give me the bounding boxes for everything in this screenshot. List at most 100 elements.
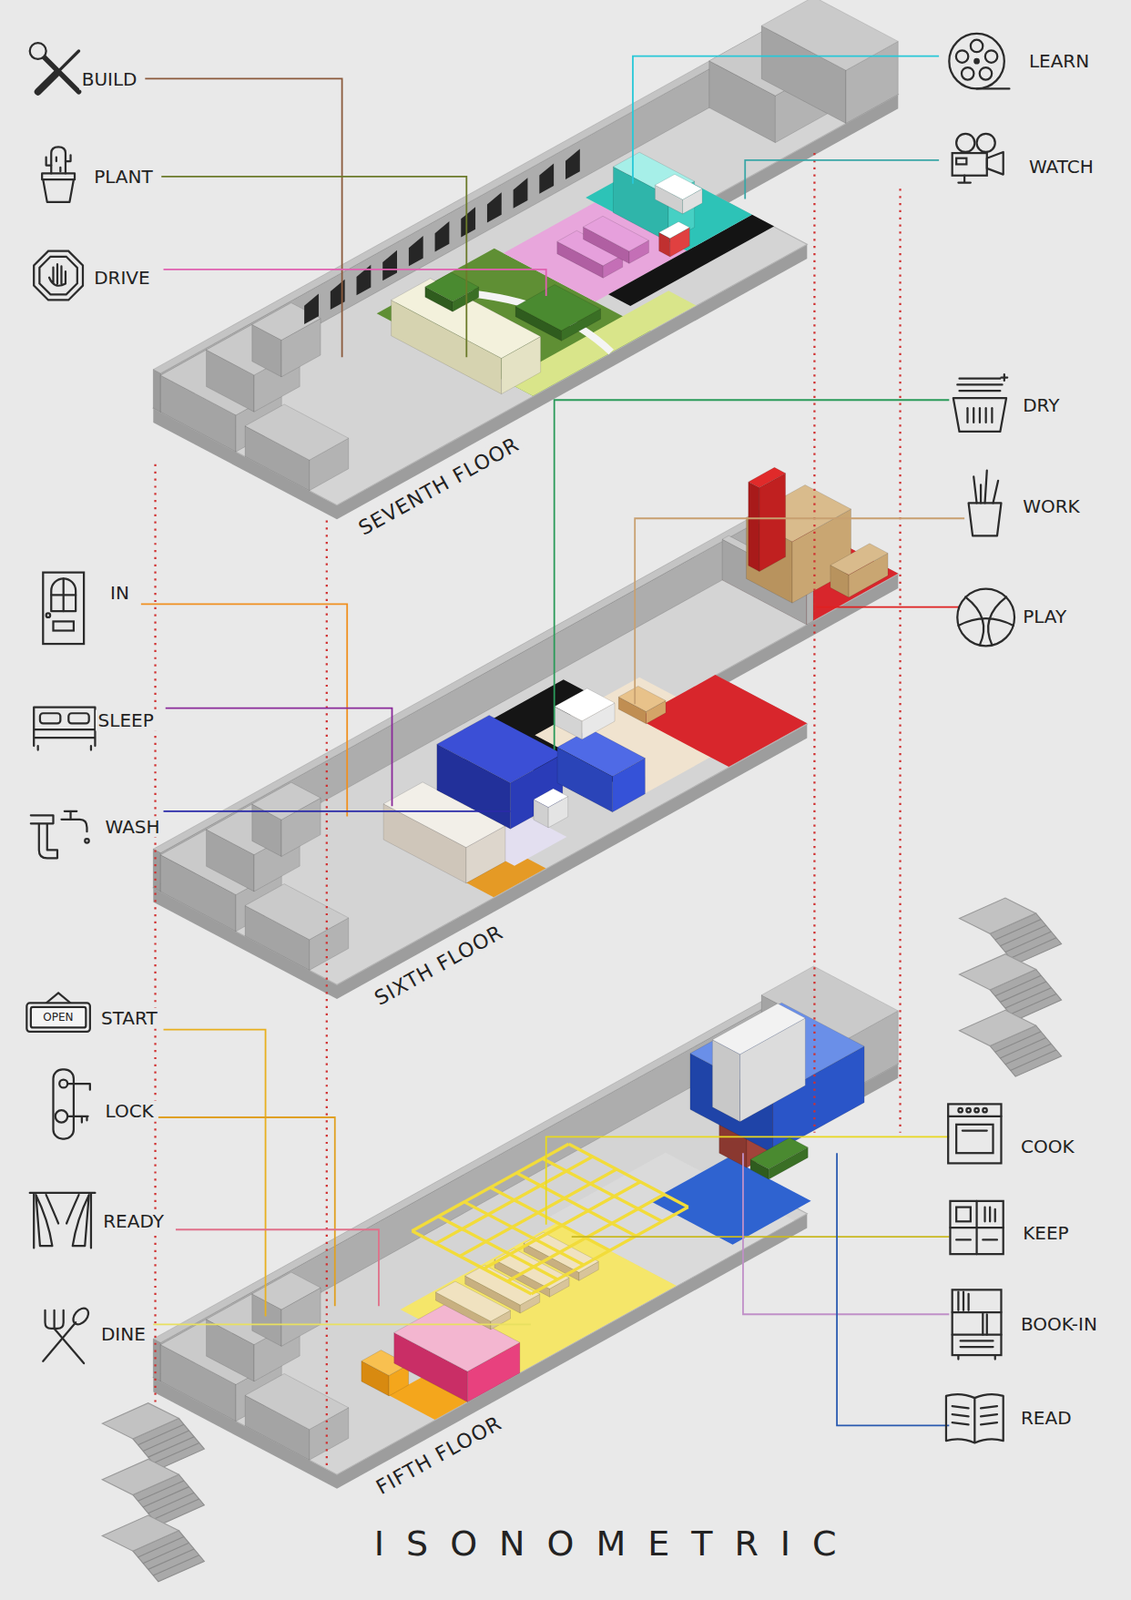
leader-lines	[554, 399, 950, 750]
sixth-floor-plate	[618, 685, 666, 712]
camera-icon	[952, 152, 988, 176]
function-label: READY	[100, 1210, 167, 1232]
cutlery-icon	[42, 1322, 76, 1362]
laundry-icon	[985, 407, 988, 423]
yellow-grid-canopy	[436, 1156, 593, 1244]
open-sign-icon	[30, 1007, 87, 1028]
book-icon	[946, 1394, 1004, 1443]
camera-icon	[957, 175, 970, 184]
open-sign-icon	[26, 992, 90, 1032]
sixth-floor-plate	[152, 486, 814, 853]
open-sign-icon	[26, 1002, 90, 1031]
seventh-floor-plate	[513, 177, 529, 208]
leader-lines	[744, 160, 939, 200]
camera-icon	[956, 158, 967, 165]
lock-icon	[52, 1069, 73, 1139]
function-label: WASH	[101, 815, 163, 837]
cactus-icon	[41, 146, 75, 203]
laundry-icon	[966, 407, 968, 423]
door-icon	[50, 578, 76, 612]
leader-lines	[161, 176, 467, 357]
function-label: BUILD	[79, 69, 141, 91]
leader-lines	[152, 1324, 531, 1326]
stop-sign-icon	[33, 251, 83, 301]
sixth-floor-plate	[830, 543, 888, 576]
film-reel-icon	[985, 50, 998, 62]
sixth-floor-plate	[244, 884, 349, 940]
yellow-grid-canopy	[569, 1143, 689, 1207]
yellow-grid-canopy	[438, 1216, 558, 1280]
seventh-floor-plate	[304, 294, 319, 325]
lock-icon	[55, 1110, 68, 1122]
stair-symbol	[152, 1498, 199, 1519]
leader-lines	[141, 603, 347, 816]
function-label: READ	[1018, 1406, 1075, 1428]
oven-icon	[966, 1108, 970, 1112]
leader-lines	[546, 1136, 950, 1224]
stair-symbol	[152, 1442, 199, 1463]
sixth-floor-plate	[533, 788, 569, 807]
function-label: DRIVE	[91, 266, 153, 288]
floor-label: SIXTH FLOOR	[368, 919, 510, 1012]
function-label: LEARN	[1026, 50, 1092, 72]
fifth-floor-plate	[750, 1137, 808, 1170]
stair-symbol	[999, 1038, 1046, 1059]
bed-icon	[68, 713, 89, 724]
leader-lines	[836, 1152, 949, 1426]
faucet-icon	[30, 811, 90, 859]
cabinet-icon	[949, 1201, 1003, 1254]
fifth-floor-plate	[244, 1373, 349, 1429]
function-label: IN	[107, 582, 133, 604]
curtain-icon	[46, 1194, 80, 1223]
laundry-icon	[972, 407, 975, 423]
leader-lines	[163, 810, 511, 813]
yellow-grid-canopy	[516, 1172, 636, 1236]
seventh-floor-plate	[244, 404, 349, 460]
fifth-floor-plate	[252, 1272, 321, 1310]
oven-icon	[956, 1124, 993, 1153]
stair-symbol	[959, 897, 1062, 1077]
stair-symbol	[1005, 1043, 1051, 1064]
camera-icon	[977, 133, 996, 153]
floor-label: FIFTH FLOOR	[369, 1410, 509, 1501]
laundry-icon	[953, 397, 1007, 432]
stair-symbol	[101, 1458, 179, 1495]
stair-symbol	[1010, 1049, 1057, 1070]
sixth-floor-plate	[748, 467, 786, 488]
oven-icon	[982, 1108, 987, 1112]
cactus-icon	[42, 179, 74, 203]
alignment-lines	[813, 152, 816, 1133]
function-label: KEEP	[1019, 1222, 1071, 1244]
yellow-grid-canopy	[490, 1187, 611, 1251]
leader-lines	[163, 269, 547, 296]
film-reel-icon	[977, 87, 1010, 90]
fifth-floor-plate	[152, 1015, 898, 1475]
function-label: PLANT	[91, 165, 156, 187]
leader-lines	[158, 1117, 336, 1306]
stair-symbol	[101, 1515, 179, 1551]
oven-icon	[947, 1115, 1001, 1118]
leader-lines	[175, 1229, 379, 1306]
stair-symbol	[959, 954, 1037, 990]
yellow-grid-canopy	[542, 1158, 663, 1222]
door-icon	[50, 578, 76, 612]
seventh-floor-plate	[761, 0, 898, 71]
tools-icon	[30, 42, 80, 92]
leader-lines	[816, 606, 960, 609]
function-label: WATCH	[1026, 155, 1097, 177]
leader-lines	[743, 1152, 949, 1315]
bookshelf-icon	[952, 1289, 1002, 1356]
ball-icon	[957, 589, 1015, 647]
sixth-floor-plate	[759, 473, 786, 572]
oven-icon	[947, 1103, 1001, 1163]
fifth-floor-plate	[712, 1003, 805, 1055]
function-label: PLAY	[1019, 606, 1070, 628]
door-icon	[42, 572, 84, 644]
fifth-floor-plate	[152, 976, 814, 1343]
stair-symbol	[148, 1436, 194, 1458]
seventh-floor-plate	[515, 285, 601, 332]
pencil-cup-icon	[968, 470, 1002, 537]
fifth-floor-plate	[160, 980, 814, 1382]
